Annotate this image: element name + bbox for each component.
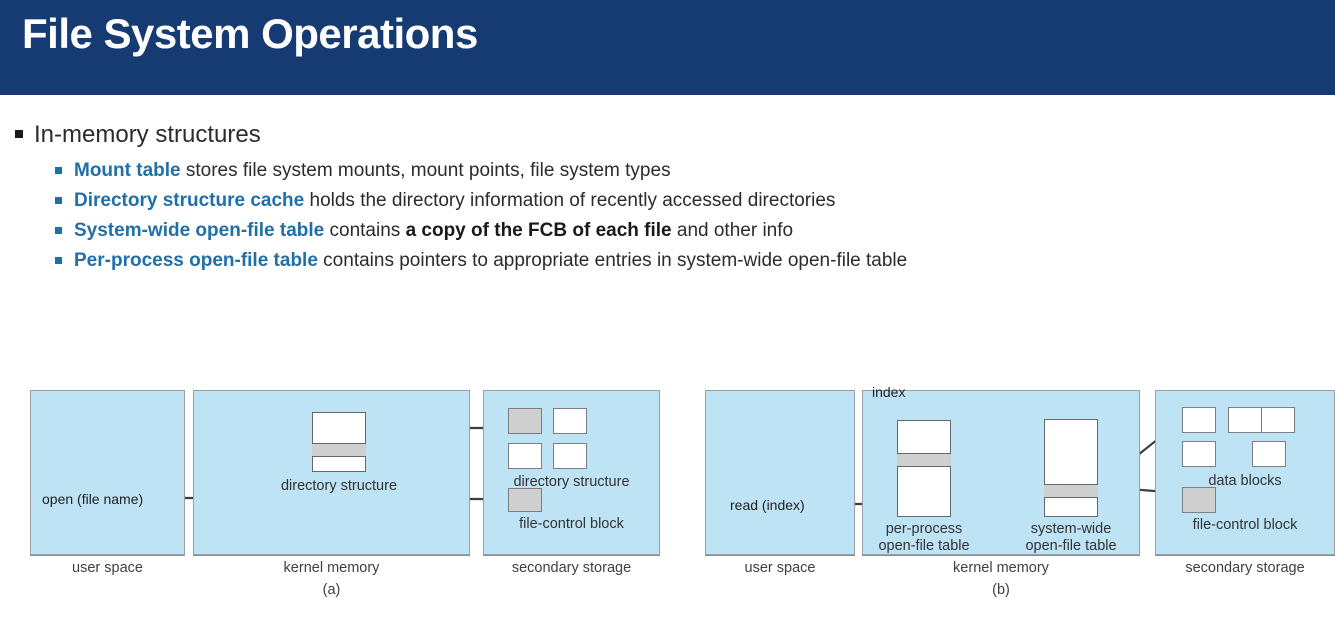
bullet-item-system-wide-open-file-table: System-wide open-file table contains a c… (0, 216, 1335, 246)
caption-a-kernel-memory: kernel memory (283, 560, 380, 576)
caption-b-secondary-storage: secondary storage (1185, 560, 1305, 576)
table-b-system-wide-entry (1044, 484, 1098, 498)
caption-a-secondary-storage: secondary storage (511, 560, 632, 576)
block-b-data-block-5 (1252, 441, 1286, 467)
label-b-data-blocks: data blocks (1208, 473, 1282, 489)
block-b-data-block-3 (1261, 407, 1295, 433)
bullet-desc: holds the directory information of recen… (304, 190, 836, 211)
block-b-data-block-2 (1228, 407, 1262, 433)
bullet-emphasis: a copy of the FCB of each file (405, 220, 672, 241)
page-title: File System Operations (22, 10, 478, 57)
label-a-kernel-directory-structure: directory structure (280, 478, 398, 494)
panel-a-user-space (30, 390, 185, 555)
block-b-file-control-block (1182, 487, 1216, 513)
block-b-data-block-1 (1182, 407, 1216, 433)
slide-title-banner: File System Operations (0, 0, 1335, 95)
bullet-square-icon (55, 257, 62, 264)
table-b-per-process-entry (897, 453, 951, 467)
bullet-square-icon (55, 197, 62, 204)
caption-b-kernel-memory: kernel memory (953, 560, 1049, 576)
block-a-directory-entry-3 (508, 443, 542, 469)
bullet-term: Per-process open-file table (74, 250, 318, 271)
block-a-directory-entry-4 (553, 443, 587, 469)
bullet-desc: stores file system mounts, mount points,… (180, 160, 671, 181)
label-b-system-wide-line1: system-wide (1030, 521, 1112, 537)
bullet-list: In-memory structures Mount table stores … (0, 118, 1335, 276)
bullet-item-mount-table: Mount table stores file system mounts, m… (0, 156, 1335, 186)
caption-figure-a: (a) (322, 582, 341, 598)
bullet-desc-mid: contains (324, 220, 406, 241)
bullet-desc-tail: and other info (671, 220, 794, 241)
block-b-data-block-4 (1182, 441, 1216, 467)
figure-filesystem-operations: open (file name) directory structure dir… (0, 370, 1335, 620)
panel-b-user-space (705, 390, 855, 555)
caption-figure-b: (b) (992, 582, 1010, 598)
label-a-open-call: open (file name) (42, 491, 144, 507)
table-a-directory-structure (312, 412, 366, 472)
caption-b-user-space: user space (744, 560, 816, 576)
bullet-desc: contains pointers to appropriate entries… (317, 250, 908, 271)
bullet-level1-text: In-memory structures (34, 121, 261, 148)
block-a-directory-entry-1 (508, 408, 542, 434)
table-a-directory-structure-entry (312, 443, 366, 457)
block-a-file-control-block (508, 488, 542, 512)
table-b-per-process-open-file (897, 420, 951, 517)
bullet-level1: In-memory structures (0, 118, 1335, 152)
bullet-item-per-process-open-file-table: Per-process open-file table contains poi… (0, 246, 1335, 276)
label-b-system-wide-line2: open-file table (1025, 538, 1117, 554)
bullet-item-directory-structure-cache: Directory structure cache holds the dire… (0, 186, 1335, 216)
bullet-term: System-wide open-file table (74, 220, 325, 241)
caption-a-user-space: user space (72, 560, 143, 576)
bullet-square-icon (55, 227, 62, 234)
bullet-term: Directory structure cache (74, 190, 305, 211)
table-b-system-wide-open-file (1044, 419, 1098, 517)
bullet-term: Mount table (74, 160, 181, 181)
label-b-index: index (872, 384, 906, 400)
label-b-per-process-line1: per-process (885, 521, 963, 537)
label-a-file-control-block: file-control block (519, 516, 624, 532)
bullet-square-icon (55, 167, 62, 174)
bullet-square-icon (15, 130, 23, 138)
block-a-directory-entry-2 (553, 408, 587, 434)
label-b-file-control-block: file-control block (1192, 517, 1298, 533)
label-a-storage-directory-structure: directory structure (513, 474, 630, 490)
label-b-read-call: read (index) (730, 497, 805, 513)
label-b-per-process-line2: open-file table (878, 538, 970, 554)
